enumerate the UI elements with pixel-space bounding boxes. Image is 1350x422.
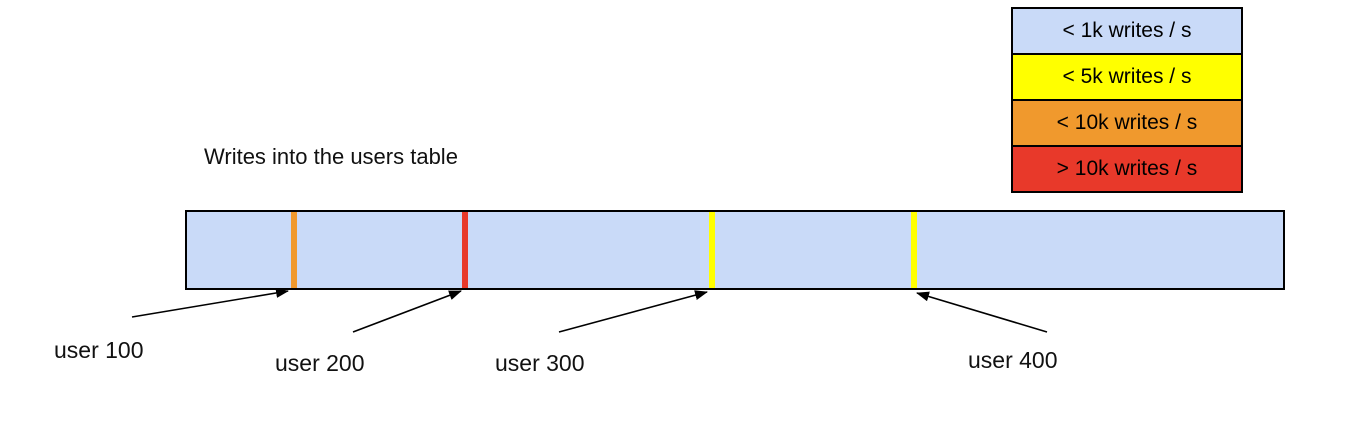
legend-item-1k: < 1k writes / s	[1011, 7, 1243, 55]
hotspot-user-300	[709, 212, 715, 288]
hotspot-user-200	[462, 212, 468, 288]
legend-item-10k-over-label: > 10k writes / s	[1056, 157, 1198, 180]
hotspot-user-100	[291, 212, 297, 288]
legend-item-10k-under-label: < 10k writes / s	[1056, 111, 1198, 134]
label-user-100: user 100	[54, 337, 144, 363]
legend-item-5k-label: < 5k writes / s	[1062, 65, 1192, 88]
legend-item-5k: < 5k writes / s	[1011, 53, 1243, 101]
arrow-user-300	[558, 290, 708, 333]
hotspot-user-400	[911, 212, 917, 288]
legend-item-10k-over: > 10k writes / s	[1011, 145, 1243, 193]
arrow-user-400	[916, 291, 1048, 333]
legend-item-10k-under: < 10k writes / s	[1011, 99, 1243, 147]
arrow-user-200	[352, 290, 462, 333]
arrow-user-100	[131, 288, 289, 318]
legend-item-1k-label: < 1k writes / s	[1062, 19, 1192, 42]
diagram-title: Writes into the users table	[204, 144, 458, 169]
label-user-300: user 300	[495, 350, 585, 376]
users-table-bar	[185, 210, 1285, 290]
label-user-400: user 400	[968, 347, 1058, 373]
label-user-200: user 200	[275, 350, 365, 376]
legend: < 1k writes / s < 5k writes / s < 10k wr…	[1011, 7, 1243, 193]
